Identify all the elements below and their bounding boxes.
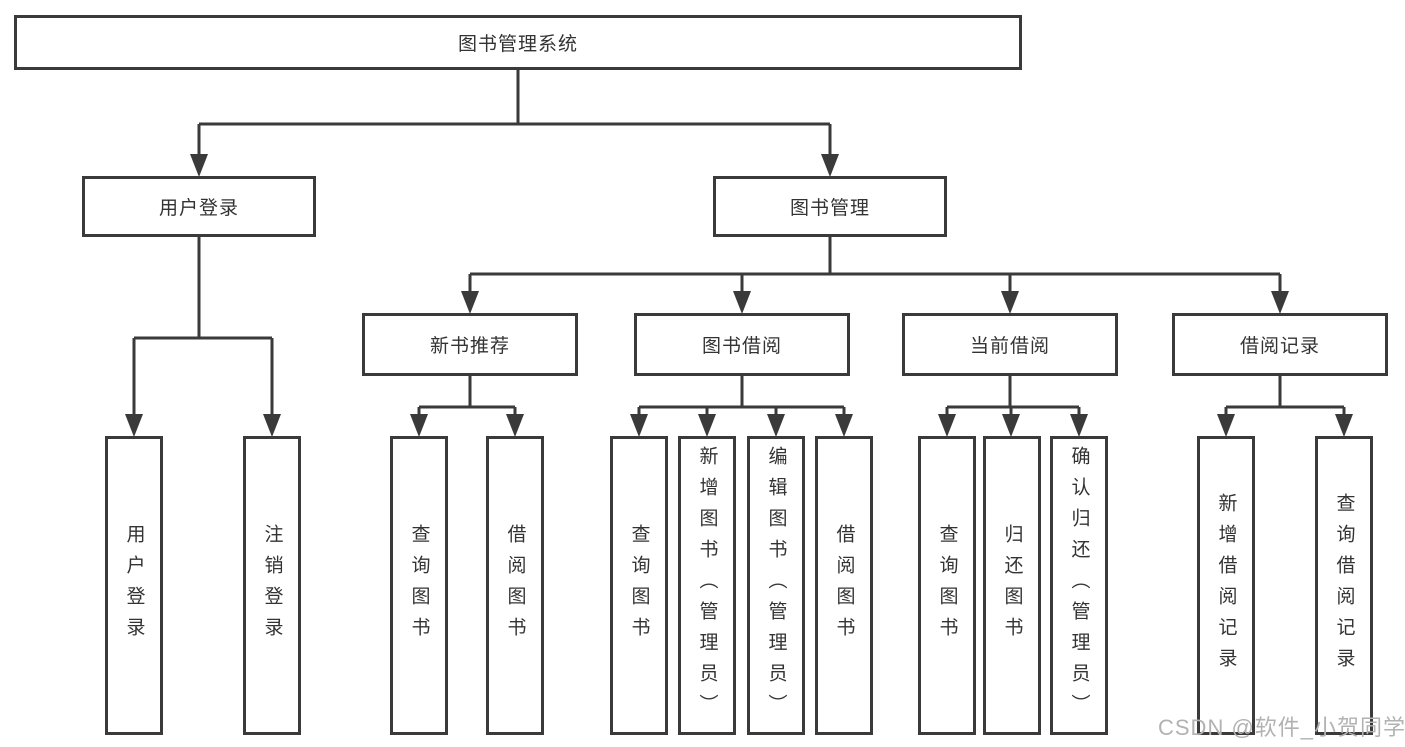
leaf-label: 注销登录 (261, 523, 283, 648)
leaf-label: 查询图书 (628, 523, 650, 648)
leaf-query-borrow-record: 查询借阅记录 (1315, 436, 1373, 735)
leaf-query-books: 查询图书 (390, 436, 448, 735)
arrow-down-icon (1217, 414, 1235, 437)
arrow-down-icon (461, 291, 479, 314)
node-new-book-recommendation: 新书推荐 (362, 313, 578, 376)
node-current-borrowing: 当前借阅 (902, 313, 1118, 376)
node-label: 当前借阅 (969, 336, 1050, 357)
arrow-down-icon (1070, 414, 1088, 437)
leaf-logout: 注销登录 (243, 436, 301, 735)
arrow-down-icon (1271, 291, 1289, 314)
arrow-down-icon (506, 414, 524, 437)
arrow-down-icon (698, 414, 716, 437)
arrow-down-icon (767, 414, 785, 437)
node-label: 图书借阅 (701, 336, 782, 357)
arrow-down-icon (1002, 414, 1020, 437)
leaf-label: 编辑图书（管理员） (765, 446, 787, 725)
leaf-label: 查询图书 (408, 523, 430, 648)
arrow-down-icon (410, 414, 428, 437)
arrowhead-icons (125, 154, 1353, 437)
node-user-login: 用户登录 (82, 176, 316, 237)
arrow-down-icon (190, 154, 208, 177)
node-label: 借阅记录 (1239, 336, 1320, 357)
leaf-query-books: 查询图书 (918, 436, 976, 735)
leaf-label: 借阅图书 (504, 523, 526, 648)
leaf-label: 新增图书（管理员） (696, 446, 718, 725)
leaf-add-books-admin: 新增图书（管理员） (678, 436, 736, 735)
tree-edges (132, 70, 1346, 428)
arrow-down-icon (821, 154, 839, 177)
arrow-down-icon (733, 291, 751, 314)
node-book-borrowing: 图书借阅 (634, 313, 850, 376)
leaf-user-login: 用户登录 (105, 436, 163, 735)
arrow-down-icon (630, 414, 648, 437)
leaf-edit-books-admin: 编辑图书（管理员） (747, 436, 805, 735)
node-library-management-system: 图书管理系统 (14, 15, 1022, 70)
node-label: 新书推荐 (429, 336, 510, 357)
arrow-down-icon (1001, 291, 1019, 314)
leaf-label: 用户登录 (123, 523, 145, 648)
leaf-return-books: 归还图书 (983, 436, 1041, 735)
leaf-borrow-books: 借阅图书 (815, 436, 873, 735)
leaf-confirm-return-admin: 确认归还（管理员） (1050, 436, 1108, 735)
watermark: CSDN @软件_小贺同学 (1158, 715, 1405, 740)
leaf-label: 归还图书 (1001, 523, 1023, 648)
leaf-add-borrow-record: 新增借阅记录 (1197, 436, 1255, 735)
node-borrowing-records: 借阅记录 (1172, 313, 1388, 376)
leaf-borrow-books: 借阅图书 (486, 436, 544, 735)
leaf-query-books: 查询图书 (610, 436, 668, 735)
leaf-label: 确认归还（管理员） (1068, 446, 1090, 725)
arrow-down-icon (125, 414, 143, 437)
leaf-label: 查询图书 (936, 523, 958, 648)
node-book-management: 图书管理 (713, 176, 947, 237)
leaf-label: 借阅图书 (833, 523, 855, 648)
arrow-down-icon (263, 414, 281, 437)
node-label: 图书管理 (789, 198, 870, 219)
arrow-down-icon (938, 414, 956, 437)
arrow-down-icon (835, 414, 853, 437)
node-label: 用户登录 (158, 198, 239, 219)
arrow-down-icon (1335, 414, 1353, 437)
leaf-label: 新增借阅记录 (1215, 492, 1237, 679)
node-label: 图书管理系统 (457, 34, 578, 55)
leaf-label: 查询借阅记录 (1333, 492, 1355, 679)
